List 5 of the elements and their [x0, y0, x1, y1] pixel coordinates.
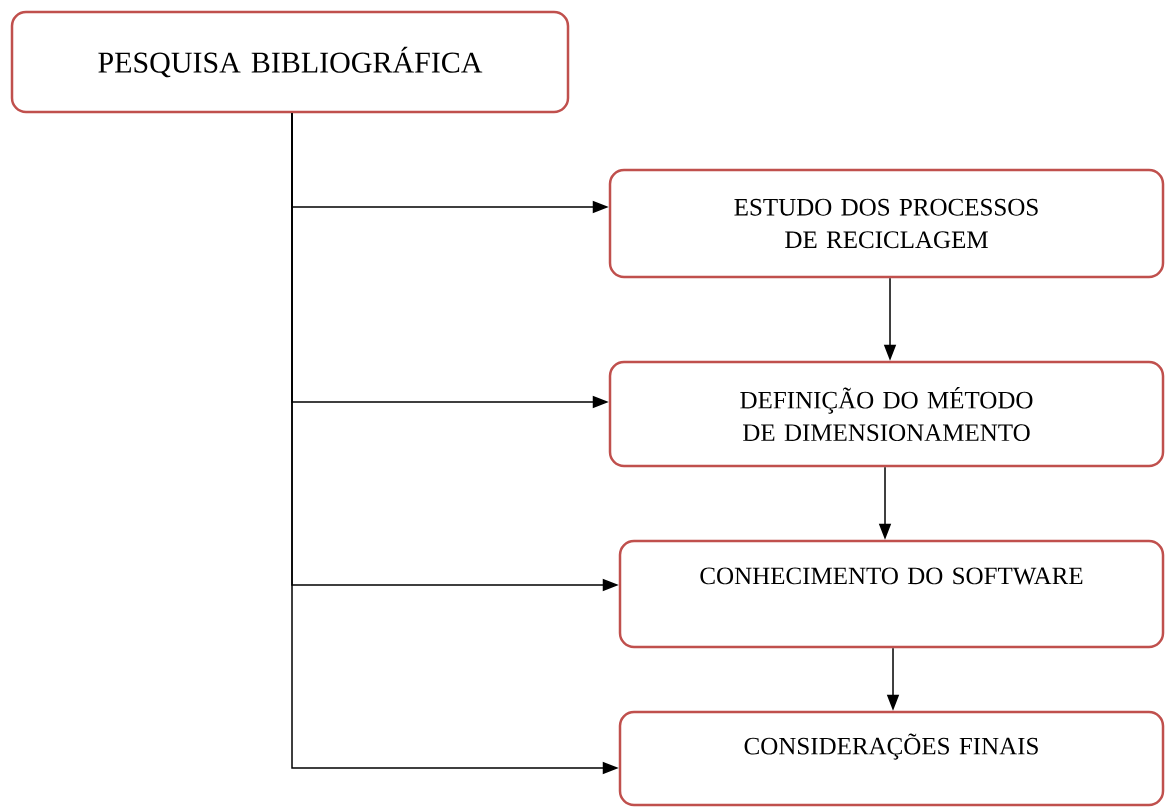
- process-box: DEFINIÇÃO DO MÉTODO DE DIMENSIONAMENTO: [608, 360, 1165, 468]
- process-box: PESQUISA BIBLIOGRÁFICA: [10, 10, 570, 114]
- process-box: CONHECIMENTO DO SOFTWARE: [618, 539, 1165, 649]
- process-box: ESTUDO DOS PROCESSOS DE RECICLAGEM: [608, 168, 1165, 279]
- process-box: CONSIDERAÇÕES FINAIS: [618, 710, 1165, 807]
